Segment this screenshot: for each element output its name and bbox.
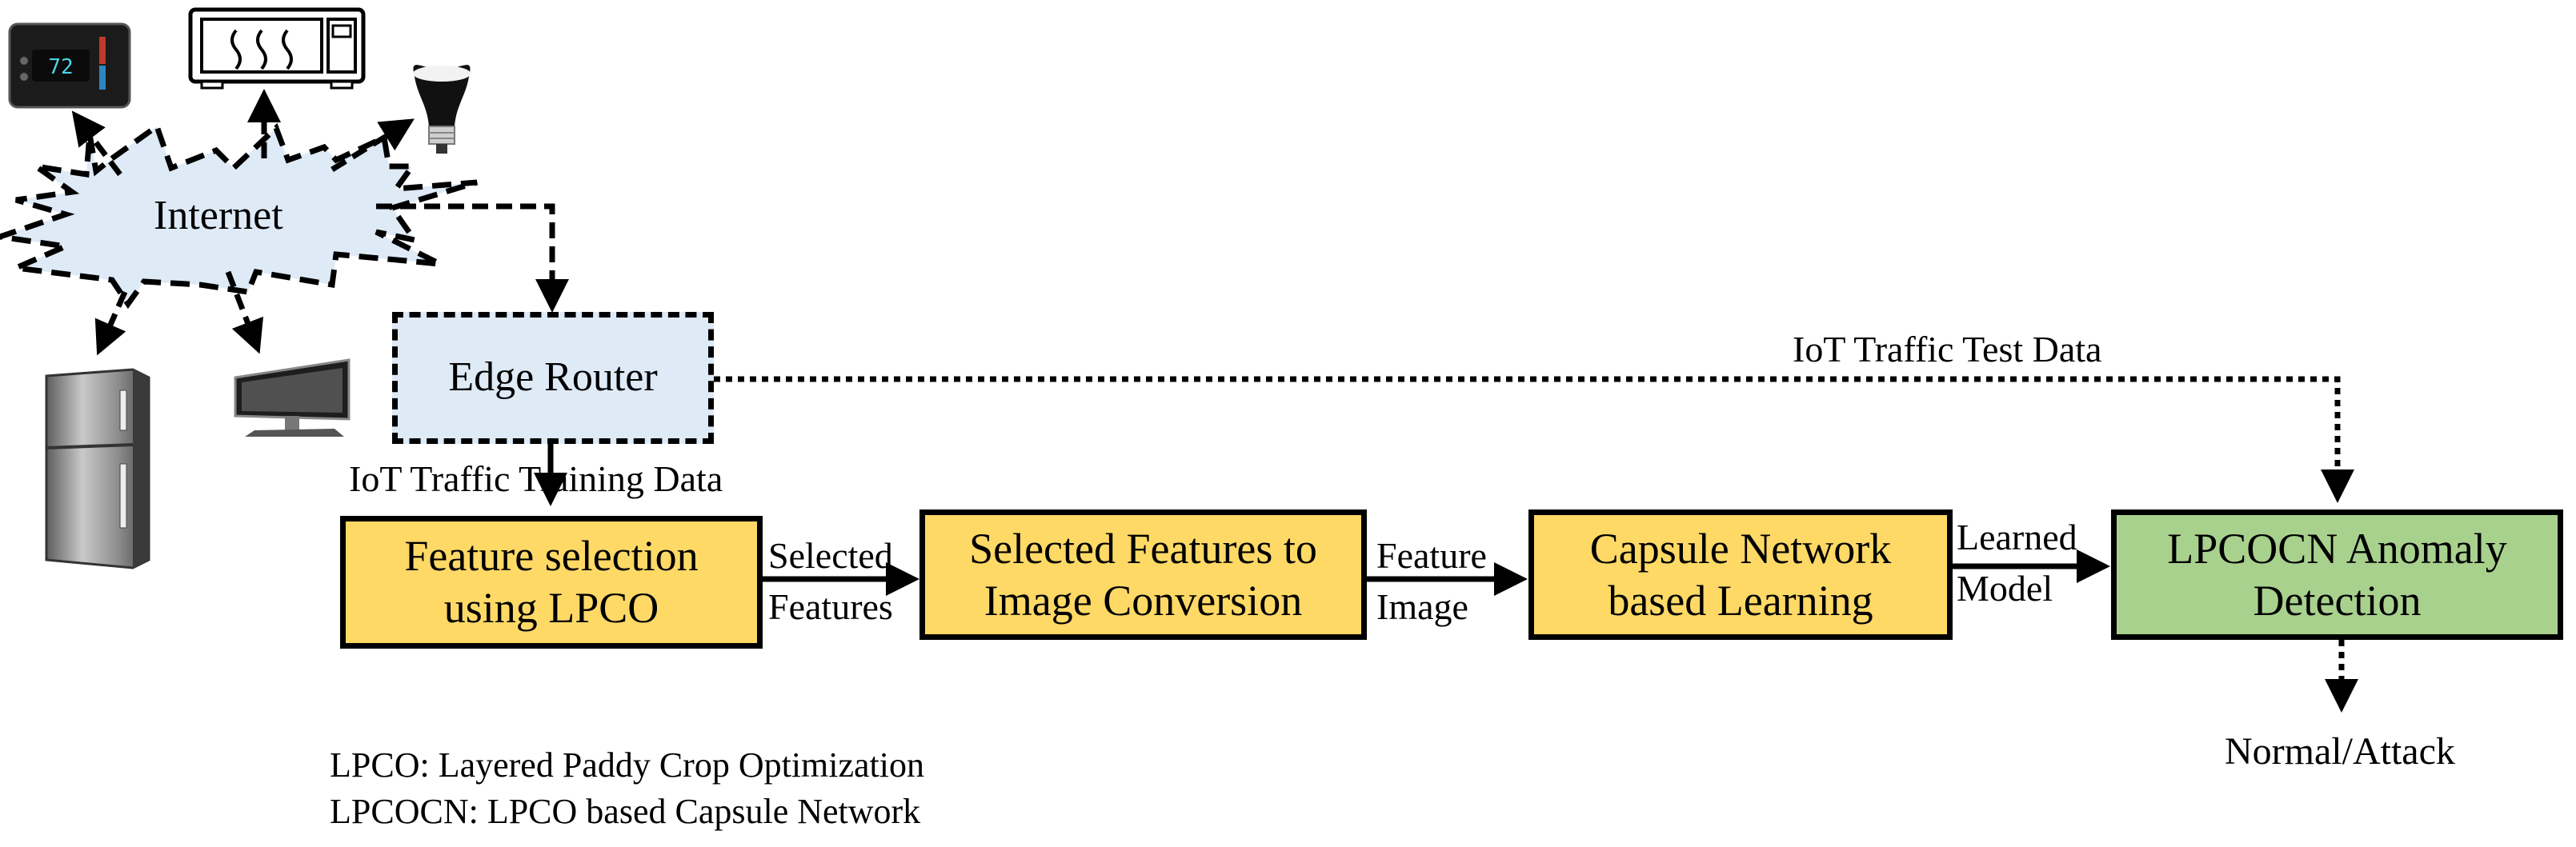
thermostat-readout: 72 <box>48 55 73 79</box>
microwave-icon <box>188 7 366 90</box>
feature-image-label: Feature Image <box>1376 530 1487 633</box>
selected-features-line2: Features <box>768 586 893 627</box>
feature-selection-line2: using LPCO <box>443 584 659 632</box>
arrow-internet-router <box>376 203 569 313</box>
anomaly-detection-node[interactable]: LPCOCN Anomaly Detection <box>2111 509 2563 640</box>
edge-router-label: Edge Router <box>448 354 658 401</box>
capsule-learning-node[interactable]: Capsule Network based Learning <box>1528 509 1953 640</box>
learned-model-line1: Learned <box>1957 517 2077 557</box>
arrow-router-detection <box>714 376 2354 503</box>
training-data-label: IoT Traffic Training Data <box>349 458 723 499</box>
selected-features-line1: Selected <box>768 535 893 576</box>
image-conversion-node[interactable]: Selected Features to Image Conversion <box>919 509 1367 640</box>
learned-model-line2: Model <box>1957 568 2053 609</box>
thermostat-icon: 72 <box>8 22 131 109</box>
arrow-internet-tv <box>225 270 264 354</box>
anomaly-detection-line2: Detection <box>2253 576 2422 625</box>
image-conversion-line2: Image Conversion <box>984 576 1303 625</box>
arrow-internet-thermostat <box>71 110 122 177</box>
arrow-internet-bulb <box>331 118 415 172</box>
feature-selection-node[interactable]: Feature selection using LPCO <box>340 516 763 649</box>
anomaly-detection-line1: LPCOCN Anomaly <box>2167 524 2507 573</box>
internet-label: Internet <box>154 193 283 238</box>
selected-features-label: Selected Features <box>768 530 893 633</box>
edge-router-node[interactable]: Edge Router <box>392 312 714 444</box>
legend: LPCO: Layered Paddy Crop Optimization LP… <box>330 742 924 835</box>
feature-selection-line1: Feature selection <box>404 532 699 581</box>
refrigerator-icon <box>45 368 150 569</box>
output-label: Normal/Attack <box>2225 730 2455 773</box>
legend-line-lpcocn: LPCOCN: LPCO based Capsule Network <box>330 792 921 831</box>
feature-image-line2: Image <box>1376 586 1468 627</box>
feature-image-line1: Feature <box>1376 535 1487 576</box>
light-bulb-icon <box>413 65 471 154</box>
capsule-learning-line2: based Learning <box>1608 576 1873 625</box>
legend-line-lpco: LPCO: Layered Paddy Crop Optimization <box>330 745 924 785</box>
television-icon <box>234 358 351 437</box>
image-conversion-line1: Selected Features to <box>969 524 1317 573</box>
test-data-label: IoT Traffic Test Data <box>1793 329 2102 370</box>
arrow-internet-fridge <box>94 290 128 356</box>
learned-model-label: Learned Model <box>1957 512 2077 614</box>
capsule-learning-line1: Capsule Network <box>1589 524 1892 573</box>
